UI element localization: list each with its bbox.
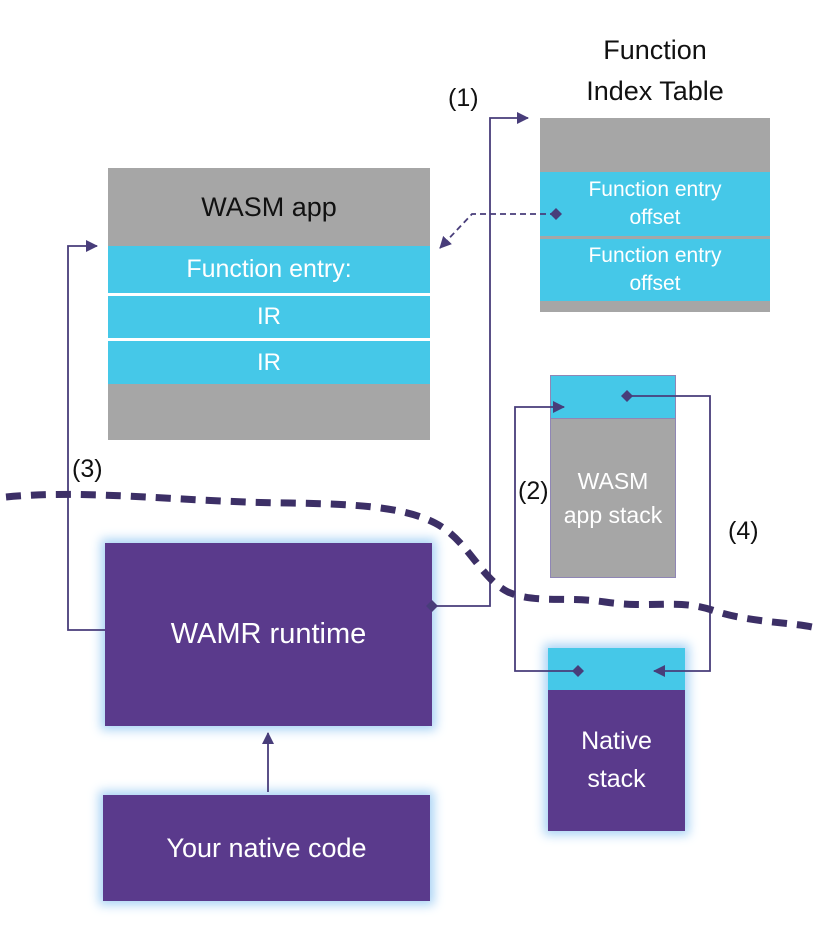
ir-label-1: IR [257,303,281,330]
wasm-app-header-label: WASM app [201,191,337,222]
function-entry-row: Function entry: [108,246,430,293]
your-native-code-box: Your native code [103,795,430,901]
step-label-3: (3) [72,455,103,483]
ir-row-1: IR [108,296,430,338]
native-stack-top-strip [548,648,685,690]
wasm-app-stack-box: WASM app stack [550,375,676,578]
connector-step3-runtime-to-wasm-app [67,240,105,631]
step-label-1: (1) [448,84,479,112]
function-entry-offset-row-1: Function entry offset [540,172,770,236]
ir-label-2: IR [257,348,281,376]
native-stack-label: Native stack [581,727,652,793]
wasm-app-box: WASM app Function entry: IR IR [108,168,430,440]
wasm-app-stack-label: WASM app stack [563,467,663,529]
wamr-runtime-label: WAMR runtime [170,618,367,650]
function-index-table-title: Function Index Table [540,30,770,112]
step-label-4: (4) [728,517,759,545]
ir-row-2: IR [108,341,430,384]
function-index-table-box: Function entry offset Function entry off… [540,118,770,312]
function-entry-offset-row-2: Function entry offset [540,239,770,301]
function-entry-label: Function entry: [186,255,352,283]
native-stack-body: Native stack [548,690,685,831]
your-native-code-label: Your native code [166,832,367,863]
wasm-app-stack-top-strip [551,376,675,419]
connector-step1-runtime-to-index-table [426,112,529,612]
connector-offset-to-function-entry [439,208,562,249]
wasm-app-stack-body: WASM app stack [551,419,675,577]
function-index-table-title-line2: Index Table [586,76,724,106]
step-label-2: (2) [518,477,549,505]
wasm-app-rows: Function entry: IR IR [108,246,430,384]
wamr-runtime-box: WAMR runtime [105,543,432,726]
function-entry-offset-label-2: Function entry offset [588,243,722,295]
function-index-table-title-line1: Function [603,35,707,65]
wasm-app-header: WASM app [108,168,430,246]
native-stack-box: Native stack [548,648,685,831]
function-entry-offset-label-1: Function entry offset [588,177,722,229]
